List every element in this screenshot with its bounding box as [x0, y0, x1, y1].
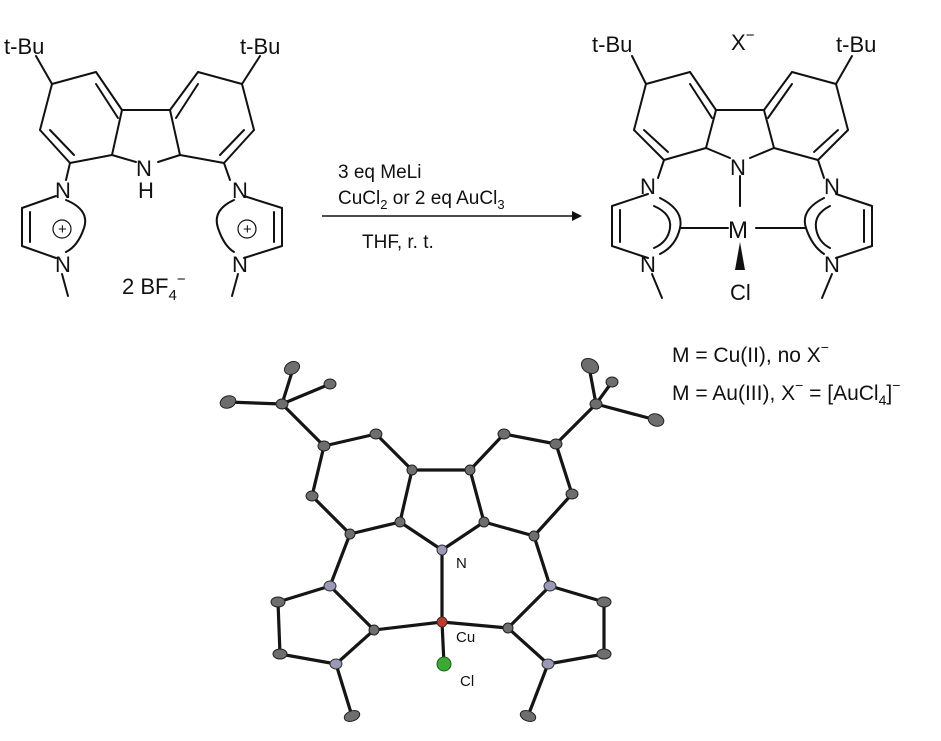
left-imid-charge: + — [58, 221, 67, 238]
complex-right-n3-label: N — [824, 252, 840, 277]
right-imid-n1-label: N — [232, 178, 248, 203]
complex-left-n1-label: N — [640, 174, 656, 199]
complex-amido-n-label: N — [730, 155, 746, 180]
right-imid-charge: + — [243, 221, 252, 238]
metal-complex-structure — [611, 55, 873, 299]
ortep-cu-label: Cu — [456, 629, 475, 646]
conditions-line: THF, r. t. — [362, 232, 434, 253]
tbu-label-left: t-Bu — [4, 34, 44, 59]
legend-copper: M = Cu(II), no X− — [672, 339, 829, 367]
nh-hydrogen-label: H — [138, 178, 154, 203]
ligand-precursor-structure — [21, 55, 283, 297]
crystal-structure-ortep — [219, 357, 665, 722]
reaction-arrow-head — [572, 211, 582, 221]
complex-right-n1-label: N — [824, 174, 840, 199]
right-imid-n3-label: N — [232, 252, 248, 277]
ortep-n-label: N — [456, 555, 467, 572]
left-imid-n3-label: N — [55, 252, 71, 277]
ortep-chlorine-atom — [436, 656, 452, 672]
right-charge-circle — [237, 219, 257, 239]
complex-tbu-right: t-Bu — [836, 32, 876, 57]
metal-center-label: M — [728, 217, 748, 244]
reagent-line-2: CuCl2 or 2 eq AuCl3 — [338, 188, 505, 212]
ortep-amido-nitrogen — [436, 544, 448, 556]
legend-gold: M = Au(III), X− = [AuCl4]− — [672, 377, 900, 408]
complex-left-n3-label: N — [640, 252, 656, 277]
reagent-line-1: 3 eq MeLi — [338, 162, 421, 183]
nh-nitrogen-label: N — [136, 156, 152, 181]
complex-tbu-left: t-Bu — [592, 32, 632, 57]
counter-anion-label: X− — [731, 27, 755, 55]
tbu-label-right: t-Bu — [240, 34, 280, 59]
left-charge-circle — [52, 219, 72, 239]
counterion-label: 2 BF4− — [122, 271, 186, 304]
ortep-cl-label: Cl — [460, 673, 474, 690]
chloride-ligand-label: Cl — [730, 280, 751, 305]
left-imid-n1-label: N — [55, 178, 71, 203]
ortep-copper-atom — [436, 616, 448, 628]
